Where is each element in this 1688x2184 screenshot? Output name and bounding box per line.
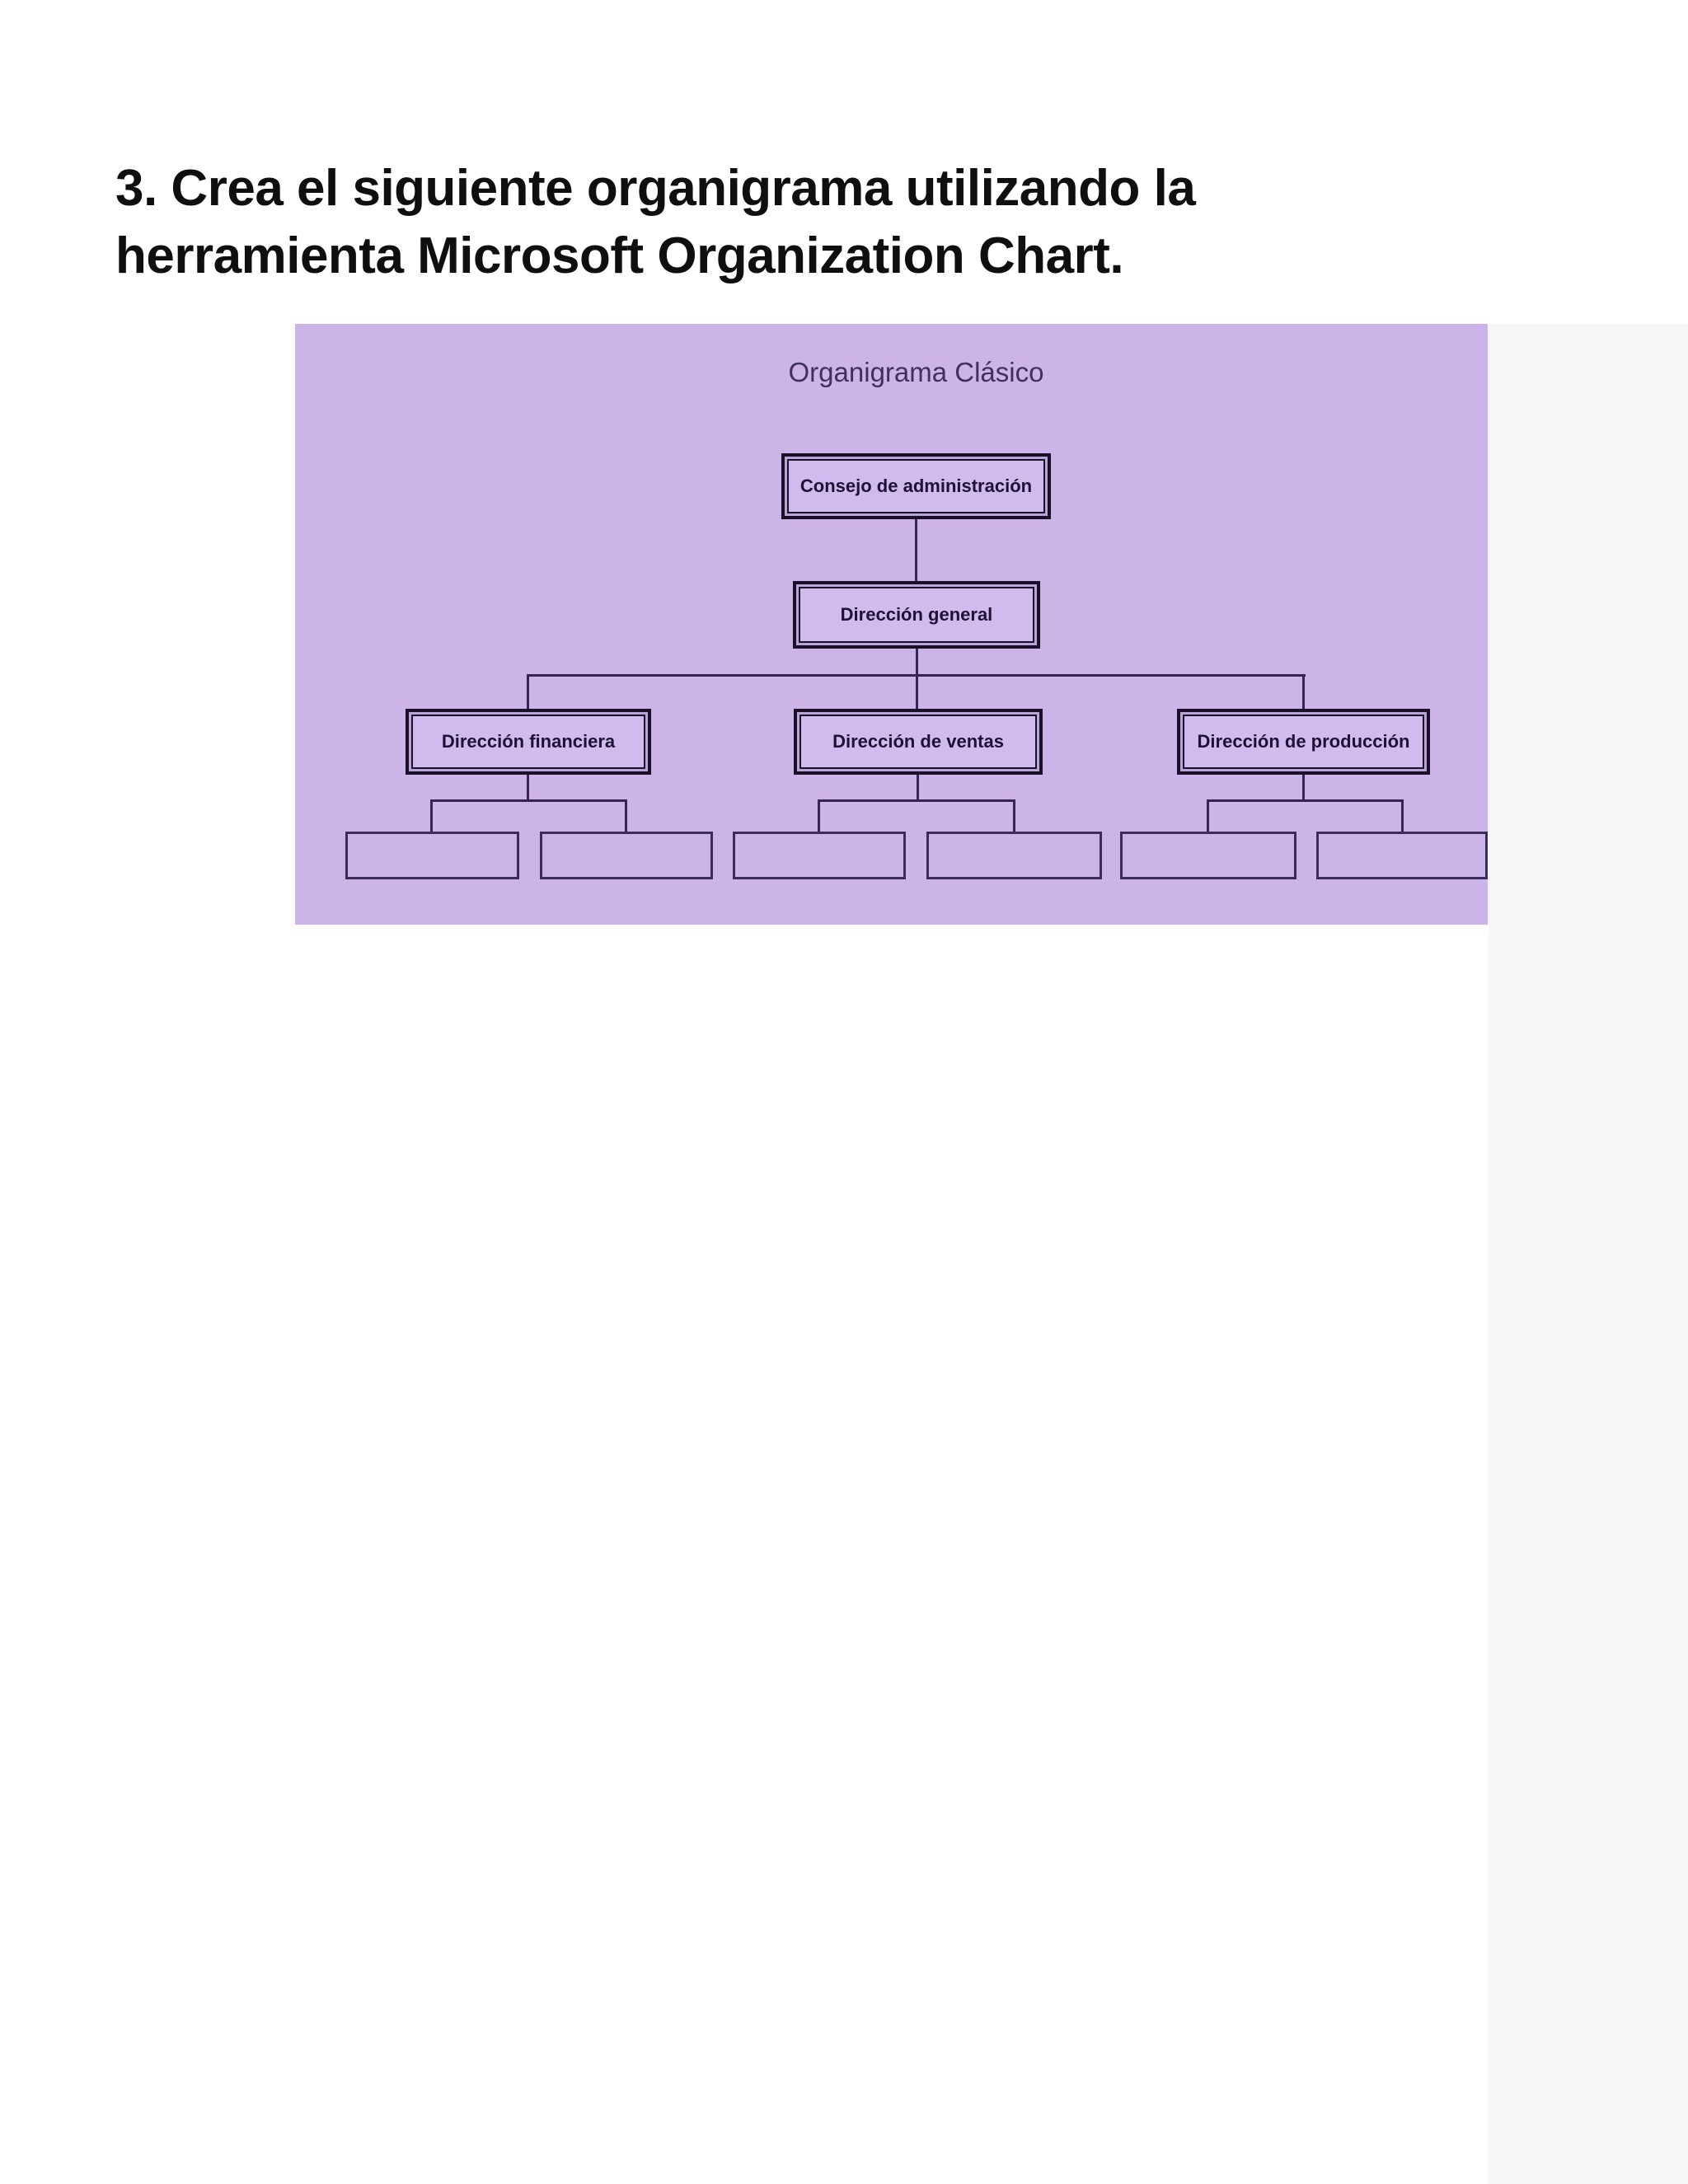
- connector-line: [1302, 775, 1305, 802]
- connector-line: [527, 674, 529, 709]
- connector-line: [916, 649, 918, 709]
- empty-node-box: [926, 832, 1102, 879]
- connector-line: [915, 519, 917, 581]
- empty-node-box: [733, 832, 906, 879]
- connector-line: [1302, 674, 1305, 709]
- connector-line: [625, 799, 627, 832]
- node-direccion-general: Dirección general: [793, 581, 1040, 649]
- node-direccion-de-produccion: Dirección de producción: [1177, 709, 1430, 775]
- node-label: Dirección de ventas: [832, 731, 1004, 752]
- node-label: Dirección financiera: [441, 731, 616, 752]
- page-margin-strip: [1489, 324, 1688, 2184]
- connector-line: [430, 799, 627, 802]
- node-label: Dirección de producción: [1197, 731, 1410, 752]
- connector-line: [527, 775, 529, 802]
- connector-line: [1207, 799, 1404, 802]
- heading-line-2: herramienta Microsoft Organization Chart…: [115, 227, 1124, 284]
- connector-line: [818, 799, 1015, 802]
- connector-line: [528, 674, 1306, 677]
- chart-title: Organigrama Clásico: [788, 357, 1044, 387]
- exercise-heading: 3. Crea el siguiente organigrama utiliza…: [115, 155, 1196, 290]
- node-direccion-de-ventas: Dirección de ventas: [794, 709, 1043, 775]
- connector-line: [1013, 799, 1015, 832]
- empty-node-box: [540, 832, 713, 879]
- connector-line: [430, 799, 433, 832]
- connector-line: [917, 775, 919, 802]
- node-direccion-financiera: Dirección financiera: [406, 709, 651, 775]
- node-label: Dirección general: [840, 604, 993, 625]
- connector-line: [818, 799, 820, 832]
- empty-node-box: [1316, 832, 1488, 879]
- heading-line-1: 3. Crea el siguiente organigrama utiliza…: [115, 160, 1196, 217]
- orgchart-image: Organigrama Clásico Consejo de administr…: [295, 324, 1488, 925]
- empty-node-box: [345, 832, 519, 879]
- empty-node-box: [1120, 832, 1296, 879]
- node-label: Consejo de administración: [799, 476, 1033, 496]
- node-consejo-de-administracion: Consejo de administración: [781, 453, 1051, 519]
- connector-line: [1401, 799, 1404, 832]
- connector-line: [1207, 799, 1209, 832]
